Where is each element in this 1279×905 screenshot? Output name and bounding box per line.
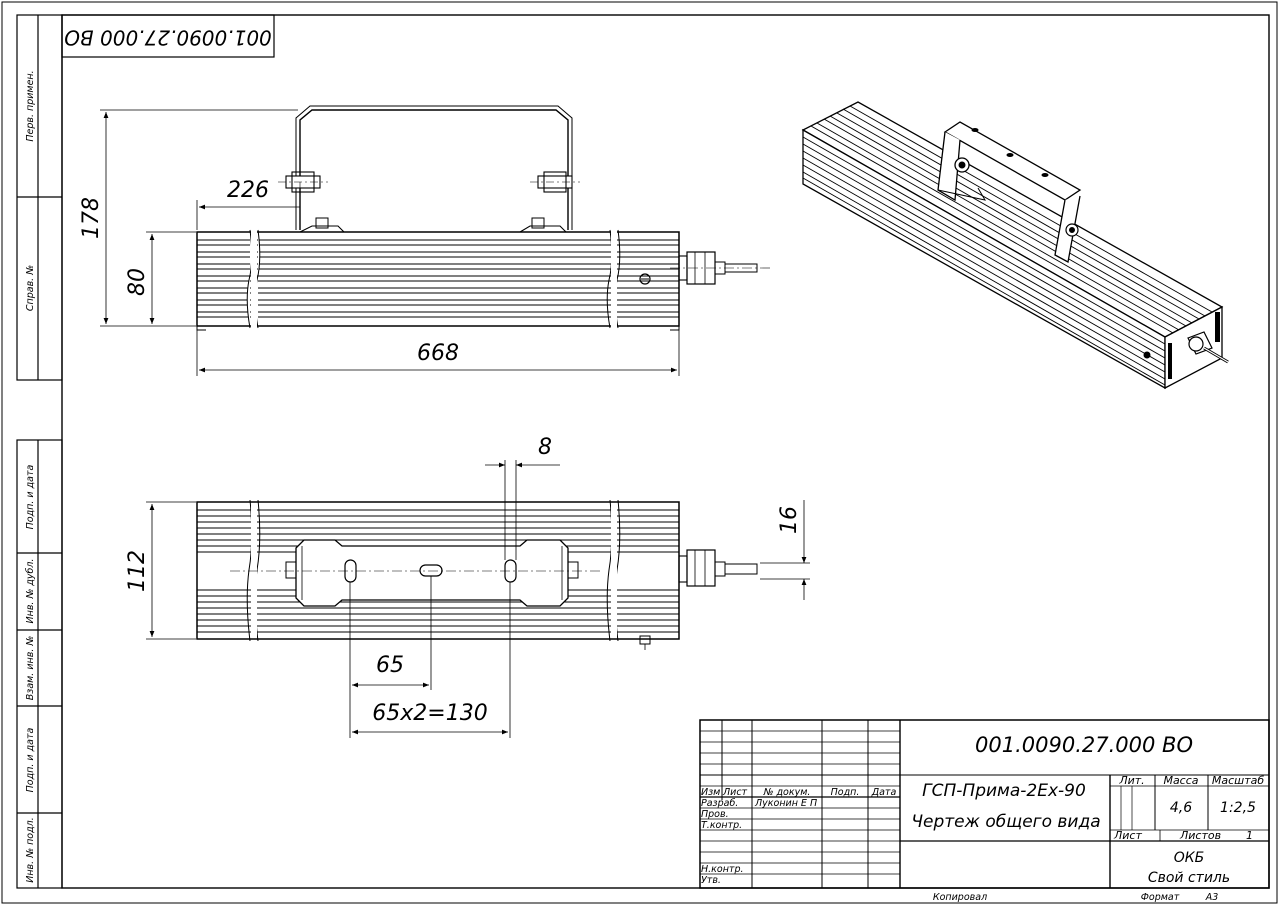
bottom-view-dimensions (146, 460, 810, 738)
isometric-view (801, 101, 1229, 390)
tb-col-doc: № докум. (763, 787, 811, 798)
tb-scale-label: Масштаб (1212, 774, 1264, 787)
tb-doc-name: Чертеж общего вида (911, 812, 1100, 832)
stamp-box: 001.0090.27.000 ВО (61, 14, 275, 58)
label-podp-data-1: Подп. и дата (25, 464, 36, 529)
dim-226: 226 (227, 178, 269, 203)
dim-80: 80 (125, 268, 150, 296)
label-perv-primen: Перв. примен. (25, 70, 36, 141)
tb-sheets-label: Листов (1179, 829, 1221, 842)
stamp-text: 001.0090.27.000 ВО (64, 26, 272, 50)
dim-668: 668 (417, 341, 459, 366)
top-view-dim-labels: 178 80 226 668 (79, 178, 459, 366)
tb-col-list: Лист (722, 787, 748, 798)
left-label-strip (16, 14, 63, 889)
title-block-text: 001.0090.27.000 ВО ГСП-Прима-2Ex-90 Черт… (701, 733, 1264, 903)
label-inv-podl: Инв. № подл. (25, 817, 36, 883)
tb-role-prov: Пров. (701, 809, 729, 820)
tb-role-razrab: Разраб. (701, 798, 738, 809)
tb-col-data: Дата (871, 787, 897, 798)
dim-8: 8 (538, 435, 552, 460)
tb-designation: 001.0090.27.000 ВО (975, 733, 1193, 757)
label-vzam-inv: Взам. инв. № (25, 636, 36, 701)
title-block (699, 719, 1270, 889)
tb-sheets: 1 (1246, 829, 1253, 842)
tb-format: А3 (1205, 892, 1219, 903)
tb-lit-label: Лит. (1118, 774, 1144, 787)
tb-format-label: Формат (1141, 892, 1180, 903)
tb-product-name: ГСП-Прима-2Ex-90 (922, 781, 1086, 801)
tb-role-utv: Утв. (701, 875, 721, 886)
tb-copied: Копировал (933, 892, 987, 903)
dim-112: 112 (125, 550, 150, 592)
label-podp-data-2: Подп. и дата (25, 727, 36, 792)
tb-sheet-label: Лист (1113, 829, 1142, 842)
tb-org-line2: Свой стиль (1148, 870, 1230, 886)
dim-16: 16 (777, 506, 802, 534)
bottom-view-dim-labels: 112 8 16 65 65x2=130 (125, 435, 802, 726)
tb-mass: 4,6 (1170, 800, 1192, 816)
tb-mass-label: Масса (1163, 774, 1198, 787)
tb-role-tkontr: Т.контр. (701, 820, 742, 831)
tb-role-nkontr: Н.контр. (701, 864, 744, 875)
tb-scale: 1:2,5 (1220, 800, 1256, 816)
top-view (196, 105, 770, 331)
bottom-view (196, 499, 758, 650)
label-sprav: Справ. № (25, 265, 36, 311)
label-inv-dubl: Инв. № дубл. (25, 559, 36, 624)
tb-org-line1: ОКБ (1174, 850, 1205, 866)
tb-developer: Луконин Е П (754, 798, 817, 809)
left-labels: Перв. примен. Справ. № Подп. и дата Инв.… (25, 70, 36, 882)
tb-col-izm: Изм (701, 787, 720, 798)
dim-178: 178 (79, 197, 104, 239)
top-view-dimensions (100, 109, 680, 376)
tb-col-podp: Подп. (831, 787, 860, 798)
dim-65: 65 (376, 653, 404, 678)
dim-130: 65x2=130 (372, 701, 487, 726)
